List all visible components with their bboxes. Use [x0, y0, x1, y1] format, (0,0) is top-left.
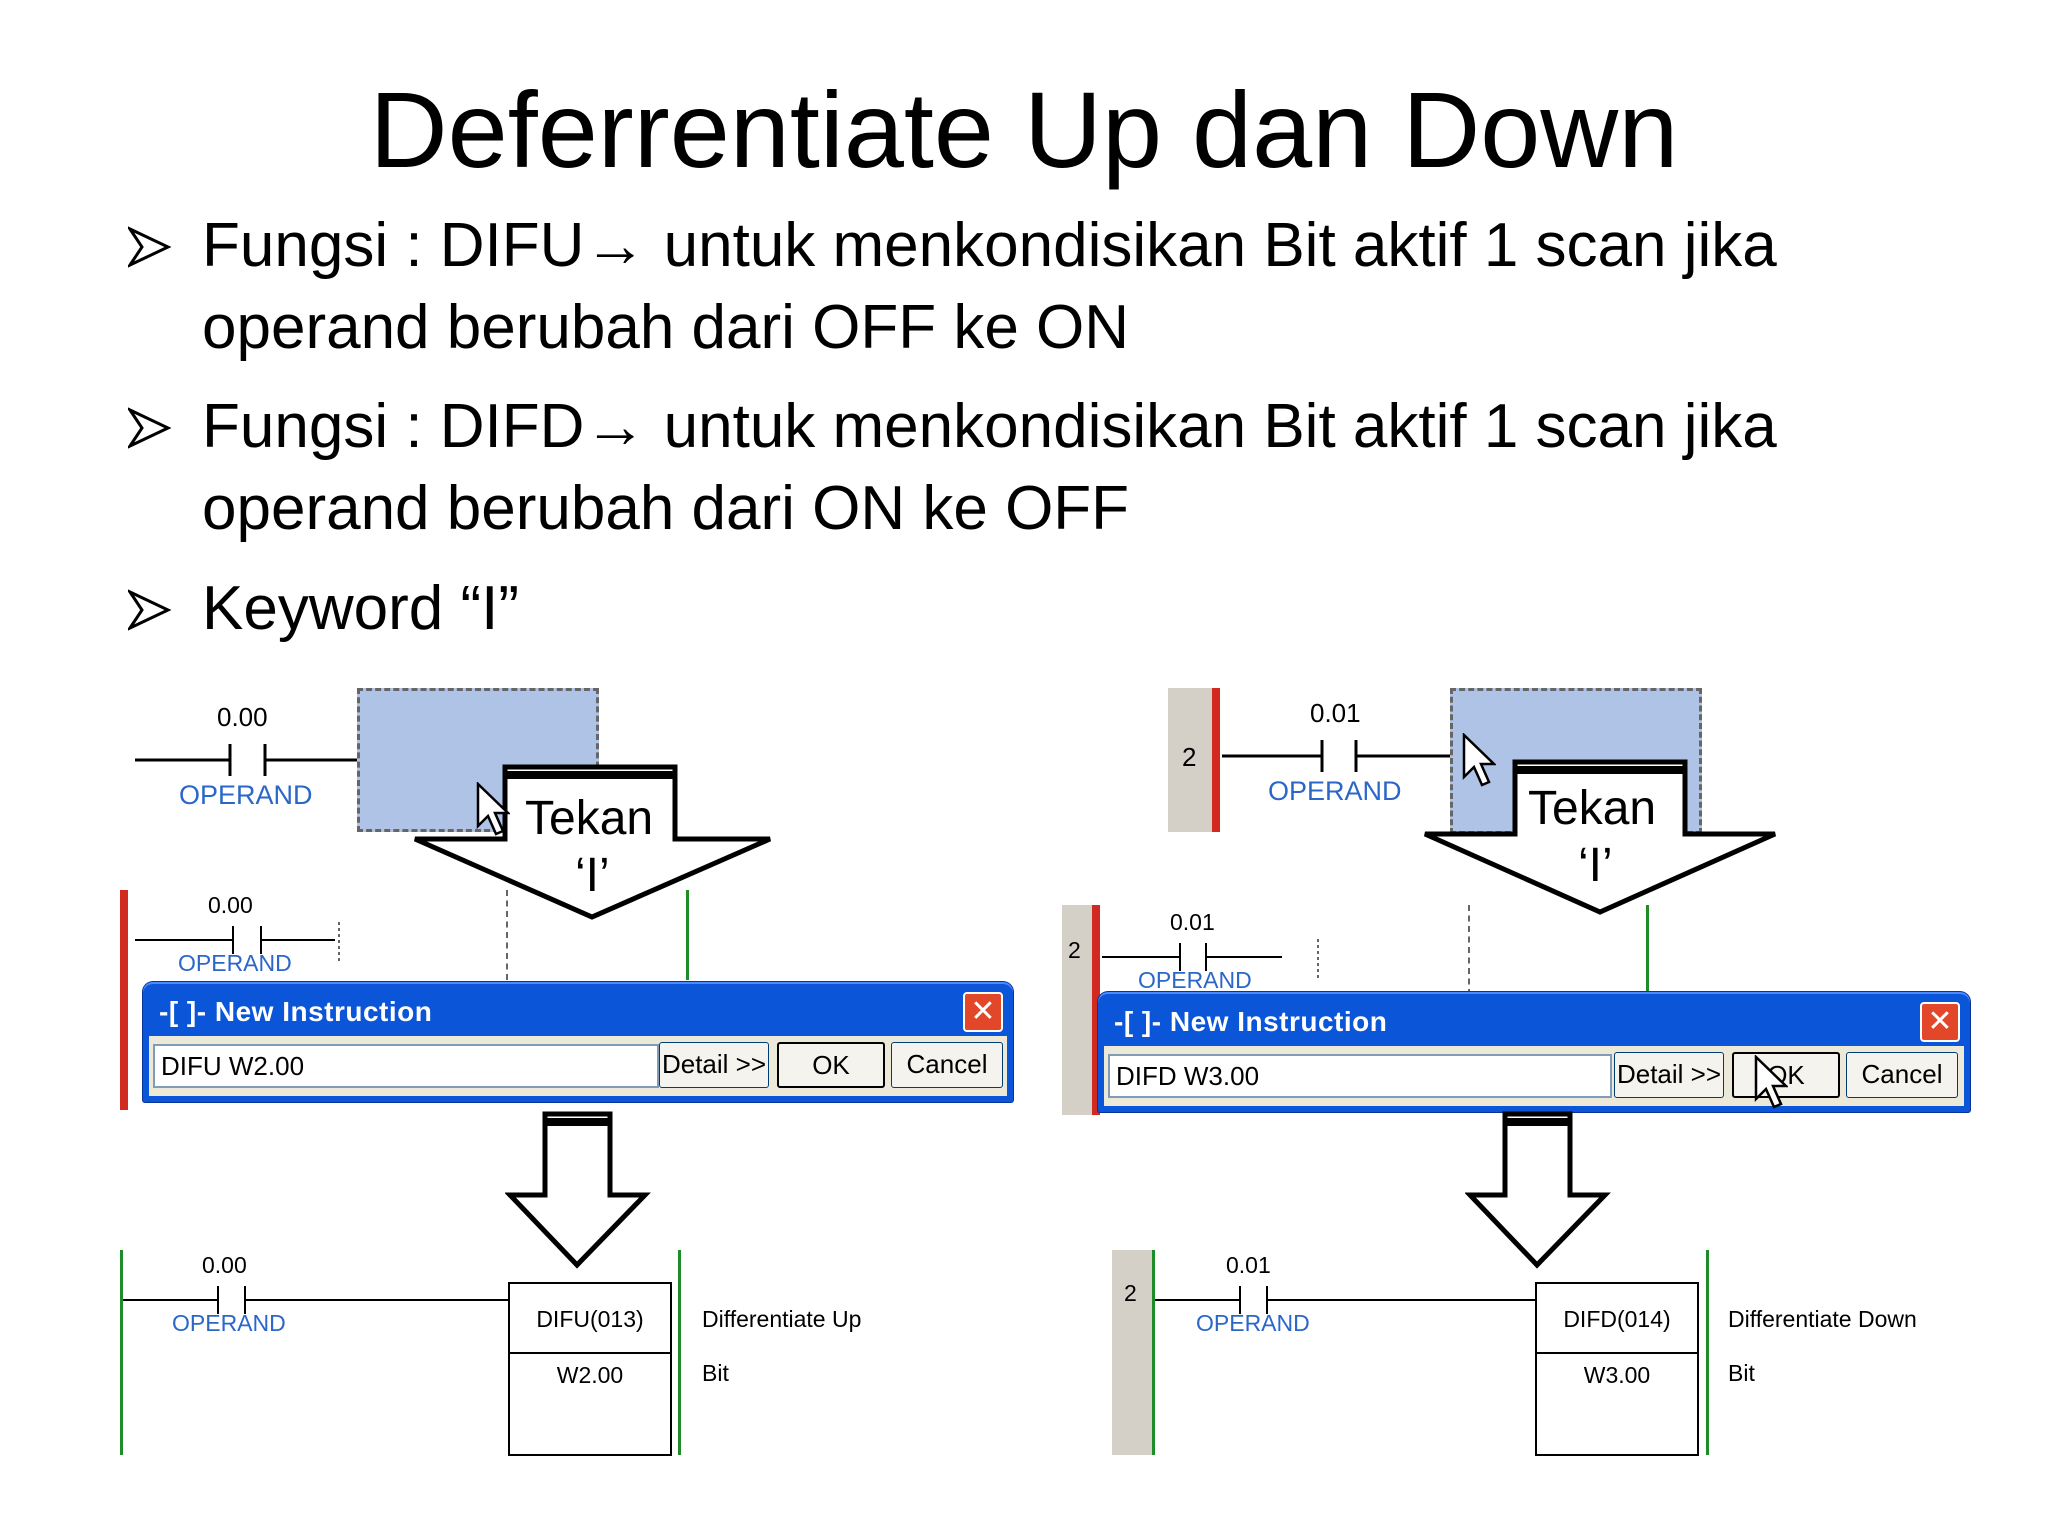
- detail-button[interactable]: Detail >>: [1614, 1052, 1724, 1098]
- right-power-rail: [678, 1250, 681, 1455]
- rung-number-strip: [1112, 1250, 1152, 1455]
- rung-marker: [1212, 688, 1220, 832]
- bullet-line: Fungsi : DIFU→ untuk menkondisikan Bit a…: [202, 211, 1777, 280]
- contact-symbol: [135, 744, 365, 776]
- operand-label: OPERAND: [1138, 967, 1252, 993]
- ok-button[interactable]: OK: [1732, 1052, 1840, 1098]
- bullet-keyword: Keyword “I”: [128, 568, 1928, 658]
- contact-symbol: [135, 922, 340, 962]
- contact-symbol: [123, 1286, 511, 1314]
- press-key-text: Tekan: [1528, 782, 1657, 835]
- rung-number-strip: [1062, 905, 1092, 1115]
- mouse-pointer-icon: [1754, 1055, 1788, 1109]
- bullet-line: Fungsi : DIFD→ untuk menkondisikan Bit a…: [202, 392, 1777, 461]
- operand-label: OPERAND: [1268, 776, 1402, 806]
- close-icon[interactable]: ✕: [963, 992, 1003, 1032]
- contact-address: 0.01: [1226, 1252, 1271, 1278]
- symbol-comment: Differentiate Down: [1728, 1306, 1917, 1332]
- cancel-button[interactable]: Cancel: [891, 1042, 1003, 1088]
- bullet-difu: Fungsi : DIFU→ untuk menkondisikan Bit a…: [128, 205, 1928, 375]
- right-power-rail: [1706, 1250, 1709, 1455]
- instruction-operand: W3.00: [1583, 1362, 1651, 1388]
- right-power-rail: [686, 890, 689, 980]
- down-arrow-icon: [505, 1111, 651, 1269]
- block-divider: [1537, 1352, 1697, 1354]
- symbol-comment: Differentiate Up: [702, 1306, 862, 1332]
- instruction-operand: W2.00: [556, 1362, 624, 1388]
- arrow-bullet-icon: [128, 589, 172, 631]
- dialog-title: -[ ]- New Instruction: [1114, 1006, 1388, 1037]
- down-arrow-icon: [1423, 759, 1777, 915]
- dialog-body: DIFD W3.00 Detail >> OK Cancel: [1104, 1046, 1964, 1106]
- symbol-comment: Bit: [1728, 1360, 1755, 1386]
- symbol-comment: Bit: [702, 1360, 729, 1386]
- bullet-line: Keyword “I”: [202, 574, 519, 643]
- slide-title: Deferrentiate Up dan Down: [369, 69, 1679, 190]
- left-power-rail: [120, 1250, 123, 1455]
- operand-label: OPERAND: [179, 780, 313, 810]
- rung-number-strip: [1168, 688, 1212, 832]
- cell-divider: [506, 890, 508, 980]
- dialog-body: DIFU W2.00 Detail >> OK Cancel: [149, 1036, 1007, 1096]
- contact-address: 0.00: [208, 892, 253, 918]
- contact-address: 0.00: [217, 702, 268, 732]
- rung-number: 2: [1124, 1280, 1137, 1306]
- bullet-difd: Fungsi : DIFD→ untuk menkondisikan Bit a…: [128, 386, 1928, 556]
- block-divider: [510, 1352, 670, 1354]
- operand-label: OPERAND: [1196, 1310, 1310, 1336]
- rung-marker: [120, 890, 128, 1110]
- operand-label: OPERAND: [178, 950, 292, 976]
- instruction-name: DIFD(014): [1563, 1306, 1671, 1332]
- instruction-input[interactable]: DIFD W3.00: [1108, 1054, 1612, 1098]
- mouse-pointer-icon: [1462, 733, 1496, 787]
- rung-marker: [1092, 905, 1100, 1115]
- down-arrow-icon: [413, 764, 772, 920]
- operand-label: OPERAND: [172, 1310, 286, 1336]
- detail-button[interactable]: Detail >>: [659, 1042, 769, 1088]
- press-key-text: ‘I’: [1578, 839, 1613, 892]
- difu-instruction-block[interactable]: DIFU(013) W2.00: [508, 1282, 672, 1456]
- cell-divider: [1468, 905, 1470, 995]
- left-power-rail: [1152, 1250, 1155, 1455]
- contact-symbol: [1222, 740, 1462, 772]
- difd-instruction-block[interactable]: DIFD(014) W3.00: [1535, 1282, 1699, 1456]
- rung-number: 2: [1182, 742, 1197, 772]
- contact-address: 0.01: [1310, 698, 1361, 728]
- close-icon[interactable]: ✕: [1920, 1002, 1960, 1042]
- cancel-button[interactable]: Cancel: [1846, 1052, 1958, 1098]
- dialog-title: -[ ]- New Instruction: [159, 996, 433, 1027]
- bullet-line: operand berubah dari ON ke OFF: [202, 474, 1130, 543]
- right-result-rung: 2 0.01 OPERAND DIFD(014) W3.00 Different…: [1112, 1250, 1992, 1460]
- right-power-rail: [1646, 905, 1649, 995]
- arrow-bullet-icon: [128, 226, 172, 268]
- instruction-input[interactable]: DIFU W2.00: [153, 1044, 659, 1088]
- instruction-name: DIFU(013): [536, 1306, 644, 1332]
- left-editor-area: 0.00 OPERAND: [120, 890, 1020, 1115]
- right-editor-area: 2 0.01 OPERAND: [1062, 905, 1992, 1125]
- new-instruction-dialog: -[ ]- New Instruction ✕ DIFD W3.00 Detai…: [1098, 992, 1970, 1112]
- contact-address: 0.00: [202, 1252, 247, 1278]
- bullet-line: operand berubah dari OFF ke ON: [202, 293, 1130, 362]
- contact-address: 0.01: [1170, 909, 1215, 935]
- down-arrow-icon: [1465, 1111, 1611, 1269]
- contact-symbol: [1102, 939, 1319, 979]
- left-result-rung: 0.00 OPERAND DIFU(013) W2.00 Differentia…: [120, 1250, 1000, 1460]
- ok-button[interactable]: OK: [777, 1042, 885, 1088]
- press-key-text: Tekan: [525, 792, 654, 845]
- press-key-text: ‘I’: [575, 849, 610, 902]
- new-instruction-dialog: -[ ]- New Instruction ✕ DIFU W2.00 Detai…: [143, 982, 1013, 1102]
- contact-symbol: [1155, 1286, 1575, 1314]
- mouse-pointer-icon: [476, 782, 510, 836]
- rung-number: 2: [1068, 937, 1081, 963]
- arrow-bullet-icon: [128, 407, 172, 449]
